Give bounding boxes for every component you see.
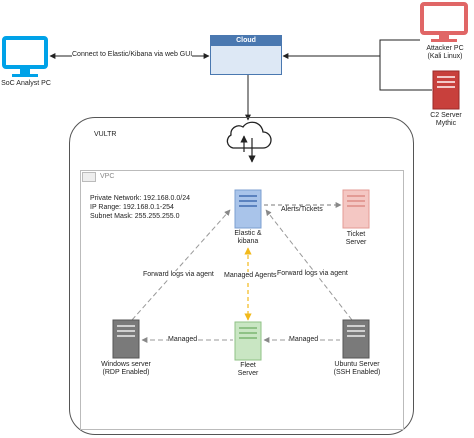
- vpc-tag-icon: [82, 172, 96, 182]
- internet-cloud-icon: [226, 121, 272, 163]
- edge-label-fwd-right: Forward logs via agent: [277, 270, 348, 278]
- attacker-line1: Attacker PC: [426, 45, 464, 52]
- windows-label: Windows server (RDP Enabled): [94, 361, 158, 377]
- fleet-label: Fleet Server: [228, 362, 268, 378]
- edge-label-fwd-left: Forward logs via agent: [143, 271, 214, 279]
- soc-label: SoC Analyst PC: [1, 80, 51, 87]
- network-info: Private Network: 192.168.0.0/24 IP Range…: [90, 194, 190, 221]
- attacker-line2: (Kali Linux): [427, 53, 463, 60]
- network-info-line1: Private Network: 192.168.0.0/24: [90, 195, 191, 202]
- fleet-line1: Fleet: [240, 362, 256, 369]
- server-icon: [234, 321, 262, 361]
- c2-label: C2 Server Mythic: [424, 112, 468, 128]
- vultr-label: VULTR: [94, 131, 117, 138]
- server-icon: [234, 189, 262, 229]
- server-icon: [342, 189, 370, 229]
- ticket-line2: Server: [345, 239, 367, 246]
- monitor-icon: [2, 36, 48, 77]
- ticket-line1: Ticket: [346, 231, 366, 238]
- edge-label-managed-left: Managed: [168, 336, 198, 344]
- edge-c2-cloud: [379, 56, 432, 91]
- vpc-label: VPC: [100, 173, 115, 180]
- server-icon: [112, 319, 140, 359]
- fleet-line2: Server: [237, 370, 259, 377]
- cloud-node: Cloud: [210, 35, 282, 75]
- server-icon: [342, 319, 370, 359]
- ticket-label: Ticket Server: [336, 231, 376, 247]
- network-info-line3: Subnet Mask: 255.255.255.0: [90, 213, 180, 220]
- ubuntu-line1: Ubuntu Server: [334, 361, 380, 368]
- server-icon: [432, 70, 460, 110]
- edge-label-managed-right: Managed: [289, 336, 319, 344]
- monitor-icon: [420, 2, 468, 42]
- windows-line2: (RDP Enabled): [102, 369, 150, 376]
- edge-fwd-left: [131, 209, 231, 321]
- cloud-title: Cloud: [211, 36, 281, 46]
- network-info-line2: IP Range: 192.168.0.1-254: [90, 204, 174, 211]
- edge-label-soc-cloud: Connect to Elastic/Kibana via web GUI: [72, 51, 193, 59]
- elastic-line2: kibana: [237, 238, 259, 245]
- edge-label-alerts: Alerts/Tickets: [281, 206, 323, 214]
- windows-line1: Windows server: [101, 361, 151, 368]
- edge-fwd-right: [265, 209, 353, 321]
- ubuntu-label: Ubuntu Server (SSH Enabled): [326, 361, 388, 377]
- edge-label-managed-agents: Managed Agents: [224, 272, 277, 280]
- elastic-label: Elastic & kibana: [225, 230, 271, 246]
- vpc-container: [80, 170, 404, 430]
- c2-line1: C2 Server: [430, 112, 462, 119]
- vultr-container: [69, 117, 414, 435]
- ubuntu-line2: (SSH Enabled): [333, 369, 381, 376]
- attacker-label: Attacker PC (Kali Linux): [418, 45, 472, 61]
- edge-attacker-cloud: [282, 39, 420, 59]
- elastic-line1: Elastic &: [234, 230, 262, 237]
- c2-line2: Mythic: [435, 120, 457, 127]
